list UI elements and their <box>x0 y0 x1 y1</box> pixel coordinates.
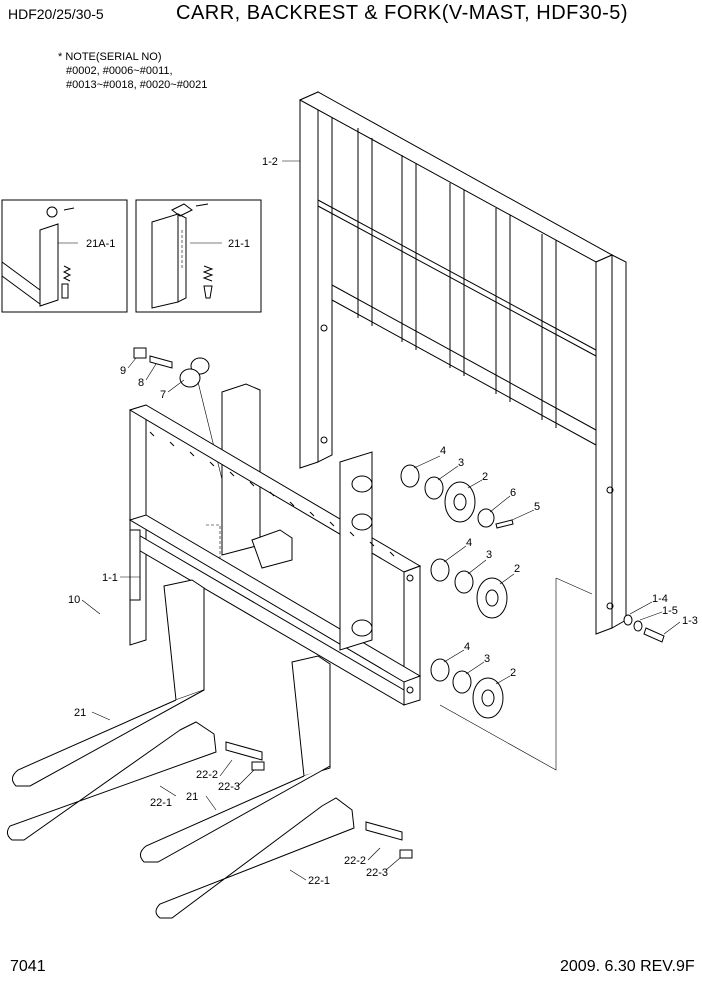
detail-box-21-1 <box>135 199 262 313</box>
carriage <box>128 383 422 706</box>
backrest-frame <box>298 91 627 635</box>
callout-2-upper: 2 <box>482 471 488 483</box>
callout-22-3-right: 22-3 <box>366 867 388 879</box>
serial-note: * NOTE(SERIAL NO) #0002, #0006~#0011, #0… <box>58 50 207 92</box>
model-code: HDF20/25/30-5 <box>8 6 104 22</box>
callout-labels: 1-2 21A-1 21-1 9 8 7 1-1 10 4 3 2 6 5 4 … <box>68 156 698 887</box>
leader-lines <box>58 160 681 881</box>
reference-line <box>439 577 593 771</box>
callout-21-left: 21 <box>74 707 86 719</box>
callout-21-right: 21 <box>186 791 198 803</box>
callout-2-lower: 2 <box>510 667 516 679</box>
page-number: 7041 <box>10 958 46 975</box>
fork-left <box>6 579 265 841</box>
callout-1-4: 1-4 <box>652 593 668 605</box>
hardware-7-8-9 <box>133 347 233 521</box>
revision-date: 2009. 6.30 REV.9F <box>560 958 695 975</box>
fork-right <box>140 655 413 919</box>
callout-6: 6 <box>510 487 516 499</box>
page-title: CARR, BACKREST & FORK(V-MAST, HDF30-5) <box>176 2 629 24</box>
callout-5: 5 <box>534 501 540 513</box>
callout-7: 7 <box>160 389 166 401</box>
callout-21a-1: 21A-1 <box>86 238 115 250</box>
note-heading: * NOTE(SERIAL NO) <box>58 51 162 63</box>
detail-box-21a-1 <box>1 199 128 313</box>
callout-22-2-right: 22-2 <box>344 855 366 867</box>
callout-9: 9 <box>120 365 126 377</box>
callout-22-2-left: 22-2 <box>196 769 218 781</box>
roller-set-upper <box>400 464 514 529</box>
callout-10: 10 <box>68 594 80 606</box>
callout-2-middle: 2 <box>514 563 520 575</box>
callout-4-middle: 4 <box>466 537 472 549</box>
callout-1-3: 1-3 <box>682 615 698 627</box>
callout-4-lower: 4 <box>464 641 470 653</box>
callout-22-1-left: 22-1 <box>150 797 172 809</box>
callout-3-upper: 3 <box>458 457 464 469</box>
roller-set-lower <box>430 658 504 719</box>
hardware-1-3-1-4-1-5 <box>623 614 665 643</box>
callout-3-middle: 3 <box>486 549 492 561</box>
callout-22-1-right: 22-1 <box>308 875 330 887</box>
note-line-2: #0013~#0018, #0020~#0021 <box>66 79 208 91</box>
callout-1-2: 1-2 <box>262 156 278 168</box>
callout-4-upper: 4 <box>440 445 446 457</box>
note-line-1: #0002, #0006~#0011, <box>66 65 173 77</box>
callout-1-1: 1-1 <box>102 572 118 584</box>
roller-set-middle <box>430 558 508 619</box>
callout-21-1: 21-1 <box>228 238 250 250</box>
callout-8: 8 <box>138 377 144 389</box>
callout-3-lower: 3 <box>484 653 490 665</box>
callout-22-3-left: 22-3 <box>218 781 240 793</box>
callout-1-5: 1-5 <box>662 605 678 617</box>
